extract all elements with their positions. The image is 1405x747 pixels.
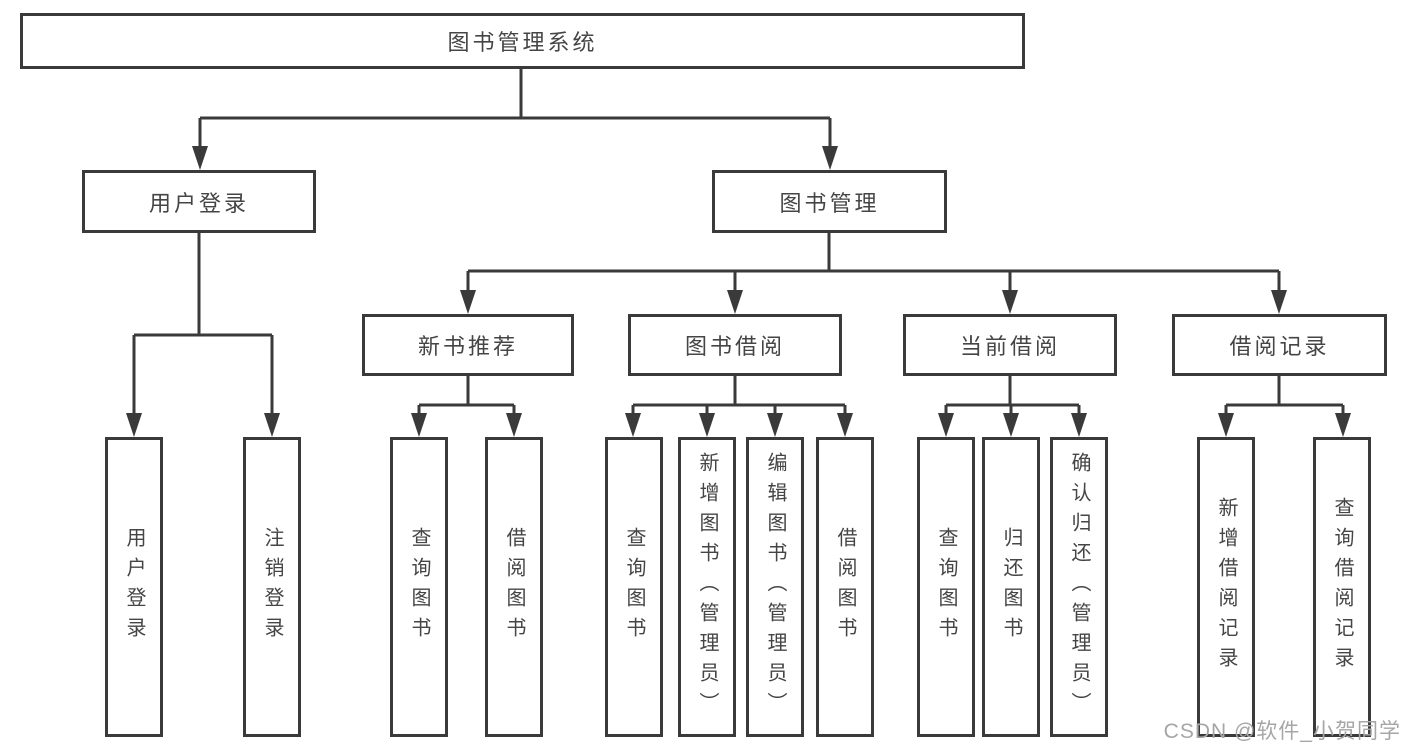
node-user-login: 用户登录 <box>82 170 316 233</box>
node-label: 用户登录 <box>148 190 249 216</box>
leaf-edit-books-admin: 编辑图书（管理员） <box>746 437 804 737</box>
leaf-user-login: 用户登录 <box>105 437 163 737</box>
leaf-return-books: 归还图书 <box>982 437 1040 737</box>
leaf-label: 查询图书 <box>935 527 957 647</box>
leaf-confirm-return-admin: 确认归还（管理员） <box>1050 437 1108 737</box>
leaf-logout-login: 注销登录 <box>243 437 301 737</box>
leaf-label: 查询图书 <box>408 527 430 647</box>
node-label: 新书推荐 <box>417 334 518 359</box>
node-label: 借阅记录 <box>1229 334 1330 359</box>
leaf-label: 注销登录 <box>261 527 283 647</box>
connector-new-books <box>417 376 516 417</box>
node-book-management: 图书管理 <box>712 170 947 233</box>
leaf-borrow-books-recommend: 借阅图书 <box>485 437 543 737</box>
node-label: 图书管理系统 <box>447 30 598 55</box>
leaf-add-borrow-record: 新增借阅记录 <box>1197 437 1255 737</box>
leaf-label: 编辑图书（管理员） <box>764 452 786 722</box>
leaf-query-books-current: 查询图书 <box>917 437 975 737</box>
leaf-query-borrow-record: 查询借阅记录 <box>1313 437 1371 737</box>
leaf-label: 新增图书（管理员） <box>696 452 718 722</box>
node-label: 图书借阅 <box>684 334 785 359</box>
node-borrow-records: 借阅记录 <box>1172 314 1387 376</box>
connector-book-management <box>466 233 1281 294</box>
leaf-query-books-recommend: 查询图书 <box>390 437 448 737</box>
leaf-label: 借阅图书 <box>834 527 856 647</box>
leaf-label: 归还图书 <box>1000 527 1022 647</box>
connector-root <box>198 69 832 150</box>
leaf-borrow-books-borrow: 借阅图书 <box>816 437 874 737</box>
node-root: 图书管理系统 <box>20 13 1025 69</box>
leaf-query-books-borrow: 查询图书 <box>605 437 663 737</box>
node-label: 图书管理 <box>779 190 880 216</box>
csdn-watermark: CSDN @软件_小贺同学 <box>1163 720 1401 743</box>
leaf-label: 查询借阅记录 <box>1331 497 1353 677</box>
leaf-label: 新增借阅记录 <box>1215 497 1237 677</box>
leaf-label: 查询图书 <box>623 527 645 647</box>
leaf-label: 借阅图书 <box>503 527 525 647</box>
connector-current-borrow <box>944 376 1081 417</box>
node-current-borrowing: 当前借阅 <box>903 314 1117 376</box>
connector-book-borrow <box>631 376 847 417</box>
connector-borrow-records <box>1224 376 1345 417</box>
leaf-label: 用户登录 <box>123 527 145 647</box>
connector-user-login <box>132 233 274 417</box>
node-label: 当前借阅 <box>959 334 1060 359</box>
node-book-borrowing: 图书借阅 <box>628 314 842 376</box>
leaf-add-books-admin: 新增图书（管理员） <box>678 437 736 737</box>
node-new-book-recommend: 新书推荐 <box>362 314 574 376</box>
leaf-label: 确认归还（管理员） <box>1068 452 1090 722</box>
